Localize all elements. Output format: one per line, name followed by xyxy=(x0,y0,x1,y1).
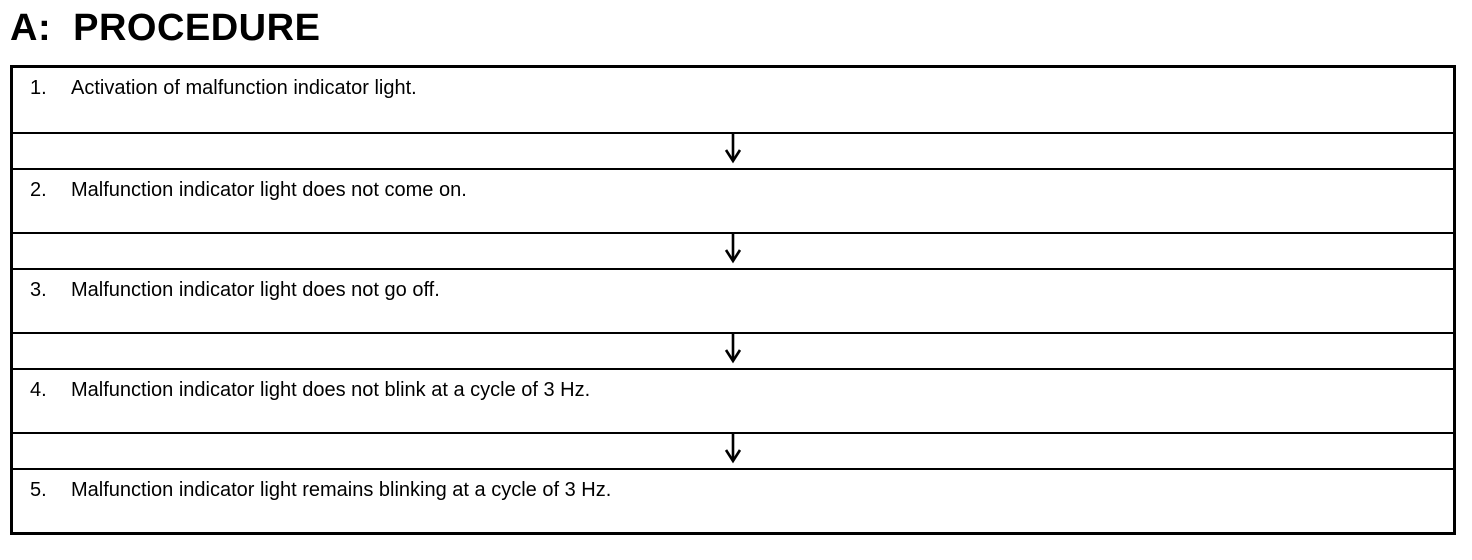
procedure-step-row: 1. Activation of malfunction indicator li… xyxy=(13,68,1453,132)
step-text: Malfunction indicator light does not go … xyxy=(71,279,440,301)
step-text: Malfunction indicator light does not com… xyxy=(71,179,467,201)
flow-connector xyxy=(13,432,1453,468)
procedure-step-row: 5. Malfunction indicator light remains bl… xyxy=(13,468,1453,532)
down-arrow-icon xyxy=(724,134,742,164)
step-number: 4. xyxy=(30,379,47,401)
step-number: 1. xyxy=(30,77,47,99)
step-text: Activation of malfunction indicator ligh… xyxy=(71,77,417,99)
section-letter: A: xyxy=(10,7,52,49)
down-arrow-icon xyxy=(724,234,742,264)
step-number: 2. xyxy=(30,179,47,201)
section-title: PROCEDURE xyxy=(73,7,321,49)
flow-connector xyxy=(13,232,1453,268)
procedure-step-row: 2. Malfunction indicator light does not c… xyxy=(13,168,1453,232)
procedure-flow-table: 1. Activation of malfunction indicator li… xyxy=(10,65,1456,535)
step-text: Malfunction indicator light does not bli… xyxy=(71,379,591,401)
step-text: Malfunction indicator light remains blin… xyxy=(71,479,612,501)
step-number: 3. xyxy=(30,279,47,301)
flow-connector xyxy=(13,332,1453,368)
procedure-step-row: 4. Malfunction indicator light does not b… xyxy=(13,368,1453,432)
page-title: A: PROCEDURE xyxy=(10,0,320,56)
down-arrow-icon xyxy=(724,334,742,364)
flow-connector xyxy=(13,132,1453,168)
down-arrow-icon xyxy=(724,434,742,464)
procedure-step-row: 3. Malfunction indicator light does not g… xyxy=(13,268,1453,332)
step-number: 5. xyxy=(30,479,47,501)
